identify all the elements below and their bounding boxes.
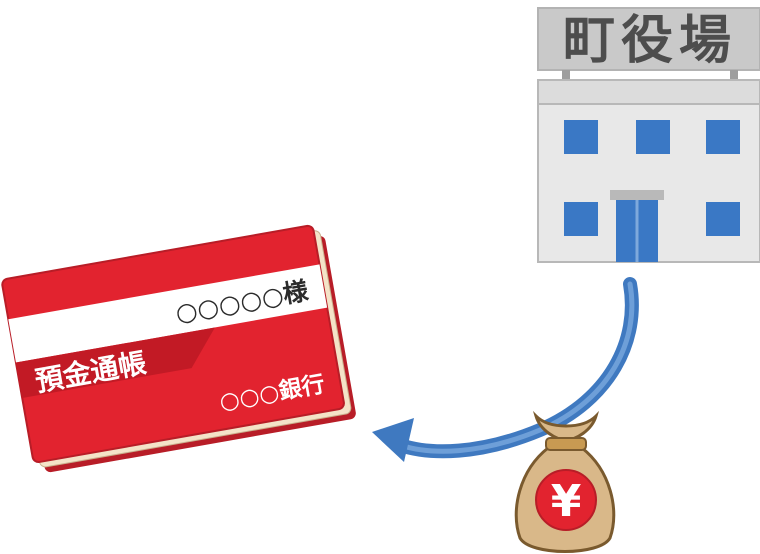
yen-badge (535, 469, 597, 531)
window (564, 120, 598, 154)
money-bag: ¥ (514, 410, 616, 553)
town-hall: 町役場 (537, 7, 760, 263)
entrance-door (616, 200, 658, 262)
window (636, 120, 670, 154)
yen-symbol: ¥ (551, 476, 582, 527)
transfer-arrow (372, 277, 639, 462)
window (706, 202, 740, 236)
town-hall-building (537, 79, 760, 263)
town-hall-sign-text: 町役場 (563, 11, 737, 71)
window (564, 202, 598, 236)
window (706, 120, 740, 154)
arrow-head (372, 418, 414, 462)
bank-passbook: ○○○○○様 預金通帳 ○○○銀行 (1, 224, 356, 473)
town-hall-sign: 町役場 (537, 7, 760, 82)
